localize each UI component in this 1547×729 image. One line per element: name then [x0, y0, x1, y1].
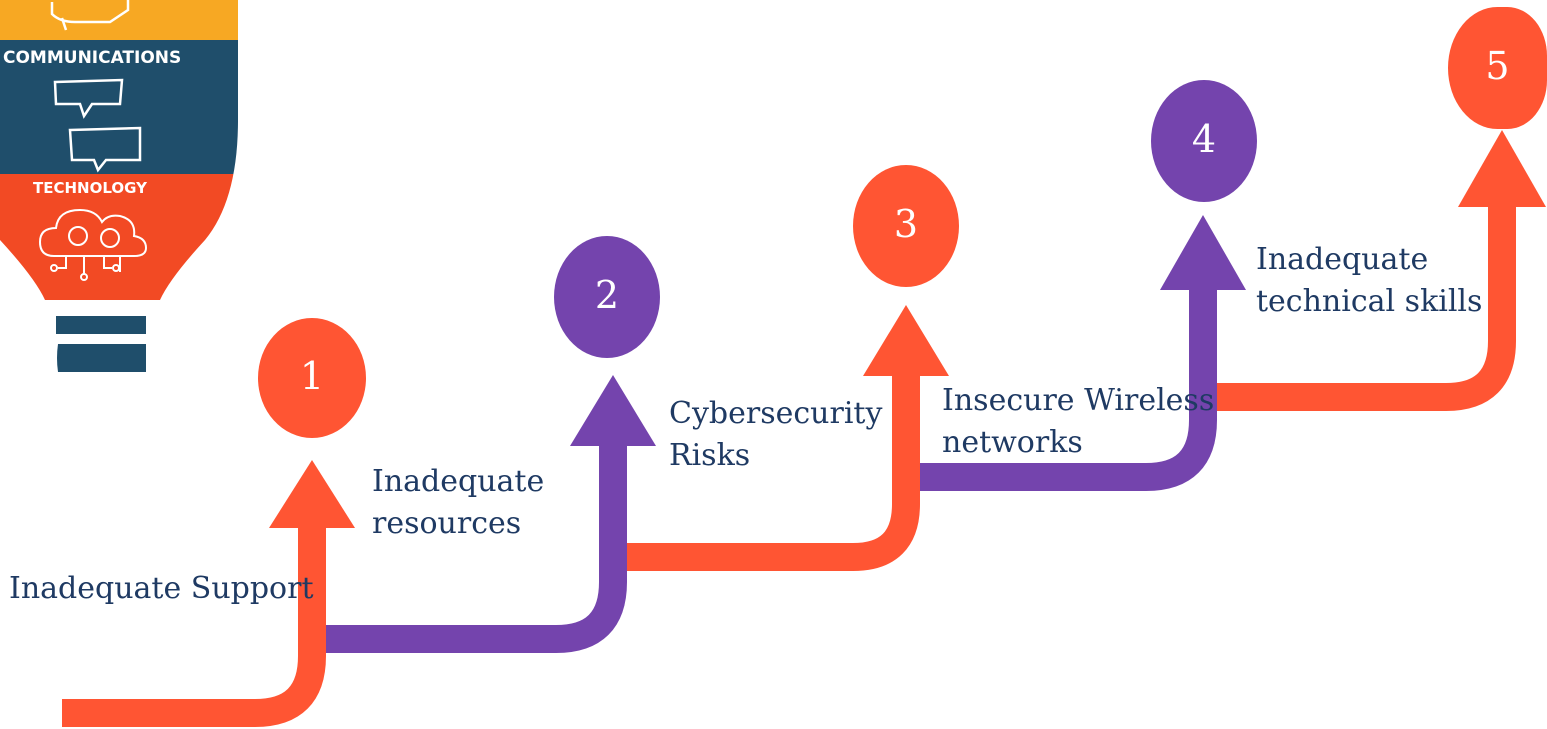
cloud-gears-icon [38, 208, 148, 281]
step-5-arrow [1217, 130, 1546, 411]
step-4-arrow [920, 215, 1246, 491]
step-1-number: 1 [299, 354, 325, 398]
step-2-arrow [326, 375, 656, 653]
step-1-number-circle: 1 [258, 318, 366, 438]
step-2-label: Inadequate resources [372, 464, 545, 541]
step-3-number-circle: 3 [853, 165, 959, 287]
step-4-number: 4 [1191, 117, 1217, 161]
step-5-number: 5 [1485, 44, 1510, 88]
step-4-number-circle: 4 [1151, 80, 1257, 202]
step-3-arrow [627, 305, 949, 571]
step-1-arrow [62, 460, 355, 727]
megaphone-icon [50, 0, 130, 31]
step-1-label: Inadequate Support [9, 571, 314, 606]
lightbulb-graphic: COMMUNICATIONS TECHNOLOGY [0, 0, 238, 372]
step-2-number-circle: 2 [554, 236, 660, 358]
step-5-label: Inadequate technical skills [1256, 242, 1483, 319]
bulb-base [56, 316, 146, 334]
chat-bubble-icon [53, 78, 124, 119]
step-5-number-circle: 5 [1448, 7, 1547, 129]
chat-bubble-icon [68, 126, 142, 173]
step-4-label: Insecure Wireless networks [942, 383, 1215, 460]
bulb-label-technology: TECHNOLOGY [33, 179, 148, 197]
step-3-label: Cybersecurity Risks [669, 396, 883, 473]
bulb-label-communications: COMMUNICATIONS [3, 48, 181, 68]
step-2-number: 2 [594, 273, 620, 317]
step-3-number: 3 [893, 202, 919, 246]
